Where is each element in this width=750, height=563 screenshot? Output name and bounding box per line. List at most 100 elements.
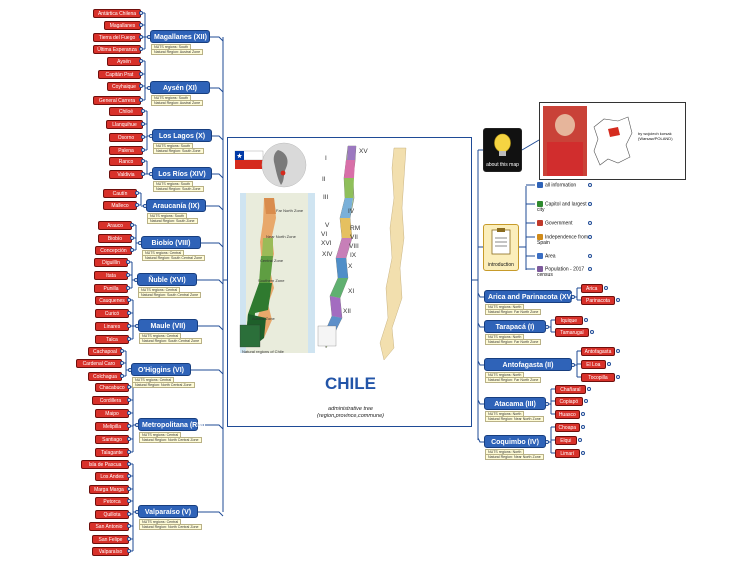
province-limari[interactable]: Limarí bbox=[555, 449, 580, 458]
collapse-toggle[interactable] bbox=[139, 98, 143, 102]
collapse-toggle[interactable] bbox=[545, 325, 549, 329]
province-santiago[interactable]: Santiago bbox=[95, 435, 129, 444]
province-antofagasta[interactable]: Antofagasta bbox=[581, 347, 615, 356]
province-copiapo[interactable]: Copiapó bbox=[555, 397, 583, 406]
region-tarapaca-i[interactable]: Tarapacá (I) bbox=[484, 320, 546, 333]
province-cardenal-caro[interactable]: Cardenal Caro bbox=[75, 359, 122, 368]
province-chacabuco[interactable]: Chacabuco bbox=[95, 383, 129, 392]
collapse-toggle[interactable] bbox=[127, 537, 131, 541]
province-palena[interactable]: Palena bbox=[109, 146, 143, 155]
province-aysen[interactable]: Aysén bbox=[107, 57, 141, 66]
collapse-toggle[interactable] bbox=[615, 375, 620, 379]
collapse-toggle[interactable] bbox=[127, 398, 131, 402]
province-tocopilla[interactable]: Tocopilla bbox=[581, 373, 615, 382]
province-isla-de-pascua[interactable]: Isla de Pascua bbox=[81, 460, 129, 469]
province-osorno[interactable]: Osorno bbox=[109, 133, 143, 142]
province-arica[interactable]: Arica bbox=[581, 284, 603, 293]
province-valparaiso[interactable]: Valparaíso bbox=[92, 547, 129, 556]
province-petorca[interactable]: Petorca bbox=[95, 497, 129, 506]
province-biobio[interactable]: Biobío bbox=[98, 234, 132, 243]
collapse-toggle[interactable] bbox=[571, 363, 575, 367]
region-coquimbo-iv[interactable]: Coquimbo (IV) bbox=[484, 435, 546, 448]
collapse-toggle[interactable] bbox=[127, 474, 131, 478]
collapse-toggle[interactable] bbox=[616, 349, 620, 353]
collapse-toggle[interactable] bbox=[606, 362, 611, 366]
province-general-carrera[interactable]: General Carrera bbox=[93, 96, 141, 105]
intro-item-government[interactable]: Government bbox=[537, 220, 595, 226]
province-curico[interactable]: Curicó bbox=[95, 309, 129, 318]
collapse-toggle[interactable] bbox=[143, 204, 147, 208]
collapse-toggle[interactable] bbox=[586, 387, 591, 391]
introduction-node[interactable]: introduction bbox=[483, 224, 519, 271]
province-el-loa[interactable]: El Loa bbox=[581, 360, 606, 369]
province-antartica-chilena[interactable]: Antártica Chilena bbox=[93, 9, 141, 18]
collapse-toggle[interactable] bbox=[141, 148, 145, 152]
region-atacama-iii[interactable]: Atacama (III) bbox=[484, 397, 546, 410]
region-valparaiso-v[interactable]: Valparaíso (V) bbox=[138, 505, 198, 518]
province-diguillin[interactable]: Diguillín bbox=[94, 258, 128, 267]
province-san-antonio[interactable]: San Antonio bbox=[88, 522, 129, 531]
province-tierra-del-fuego[interactable]: Tierra del Fuego bbox=[93, 33, 141, 42]
collapse-toggle[interactable] bbox=[141, 135, 145, 139]
region-o-higgins-vi[interactable]: O'Higgins (VI) bbox=[131, 363, 191, 376]
province-los-andes[interactable]: Los Andes bbox=[95, 472, 129, 481]
province-punilla[interactable]: Punilla bbox=[94, 284, 128, 293]
collapse-toggle[interactable] bbox=[149, 172, 153, 176]
about-this-map-node[interactable]: about this map bbox=[483, 128, 522, 172]
region-biobio-viii[interactable]: Biobío (VIII) bbox=[141, 236, 201, 249]
collapse-toggle[interactable] bbox=[135, 423, 139, 427]
collapse-toggle[interactable] bbox=[120, 361, 124, 365]
collapse-toggle[interactable] bbox=[616, 298, 620, 302]
collapse-toggle[interactable] bbox=[139, 11, 143, 15]
intro-item-area[interactable]: Area bbox=[537, 253, 595, 259]
collapse-toggle[interactable] bbox=[127, 324, 131, 328]
collapse-toggle[interactable] bbox=[589, 330, 594, 334]
province-parinacota[interactable]: Parinacota bbox=[581, 296, 615, 305]
province-coyhaique[interactable]: Coyhaique bbox=[107, 82, 141, 91]
collapse-toggle[interactable] bbox=[135, 203, 139, 207]
collapse-toggle[interactable] bbox=[127, 337, 131, 341]
collapse-toggle[interactable] bbox=[141, 159, 145, 163]
collapse-toggle[interactable] bbox=[126, 286, 130, 290]
province-linares[interactable]: Linares bbox=[95, 322, 129, 331]
collapse-toggle[interactable] bbox=[127, 437, 131, 441]
collapse-toggle[interactable] bbox=[580, 412, 585, 416]
province-choapa[interactable]: Choapa bbox=[555, 423, 580, 432]
province-arauco[interactable]: Arauco bbox=[98, 221, 132, 230]
collapse-toggle[interactable] bbox=[545, 402, 549, 406]
intro-item-population-2017-census[interactable]: Population - 2017 census bbox=[537, 266, 595, 278]
intro-item-all-information[interactable]: all information bbox=[537, 182, 595, 188]
collapse-toggle[interactable] bbox=[138, 241, 142, 245]
province-llanquihue[interactable]: Llanquihue bbox=[106, 120, 143, 129]
collapse-toggle[interactable] bbox=[135, 324, 139, 328]
collapse-toggle[interactable] bbox=[147, 86, 151, 90]
collapse-toggle[interactable] bbox=[545, 440, 549, 444]
region-aysen-xi[interactable]: Aysén (XI) bbox=[150, 81, 210, 94]
region-metropolitana-rm[interactable]: Metropolitana (RM) bbox=[138, 418, 205, 431]
collapse-toggle[interactable] bbox=[127, 298, 131, 302]
collapse-toggle[interactable] bbox=[141, 109, 145, 113]
collapse-toggle[interactable] bbox=[130, 223, 134, 227]
province-talagante[interactable]: Talagante bbox=[95, 448, 129, 457]
region-los-rios-xiv[interactable]: Los Ríos (XIV) bbox=[152, 167, 212, 180]
collapse-toggle[interactable] bbox=[139, 35, 143, 39]
province-quillota[interactable]: Quillota bbox=[95, 510, 129, 519]
province-chiloe[interactable]: Chiloé bbox=[109, 107, 143, 116]
region-nuble-xvi[interactable]: Ñuble (XVI) bbox=[137, 273, 197, 286]
collapse-toggle[interactable] bbox=[135, 510, 139, 514]
province-magallanes[interactable]: Magallanes bbox=[104, 21, 141, 30]
province-talca[interactable]: Talca bbox=[95, 335, 129, 344]
province-cautin[interactable]: Cautín bbox=[103, 189, 137, 198]
region-maule-vii[interactable]: Maule (VII) bbox=[138, 319, 198, 332]
region-araucania-ix[interactable]: Araucanía (IX) bbox=[146, 199, 206, 212]
collapse-toggle[interactable] bbox=[127, 462, 131, 466]
province-itata[interactable]: Itata bbox=[94, 271, 128, 280]
collapse-toggle[interactable] bbox=[139, 72, 143, 76]
province-ultima-esperanza[interactable]: Última Esperanza bbox=[93, 45, 141, 54]
province-cordillera[interactable]: Cordillera bbox=[92, 396, 129, 405]
collapse-toggle[interactable] bbox=[141, 172, 145, 176]
region-los-lagos-x[interactable]: Los Lagos (X) bbox=[152, 129, 212, 142]
collapse-toggle[interactable] bbox=[139, 23, 143, 27]
collapse-toggle[interactable] bbox=[127, 499, 131, 503]
